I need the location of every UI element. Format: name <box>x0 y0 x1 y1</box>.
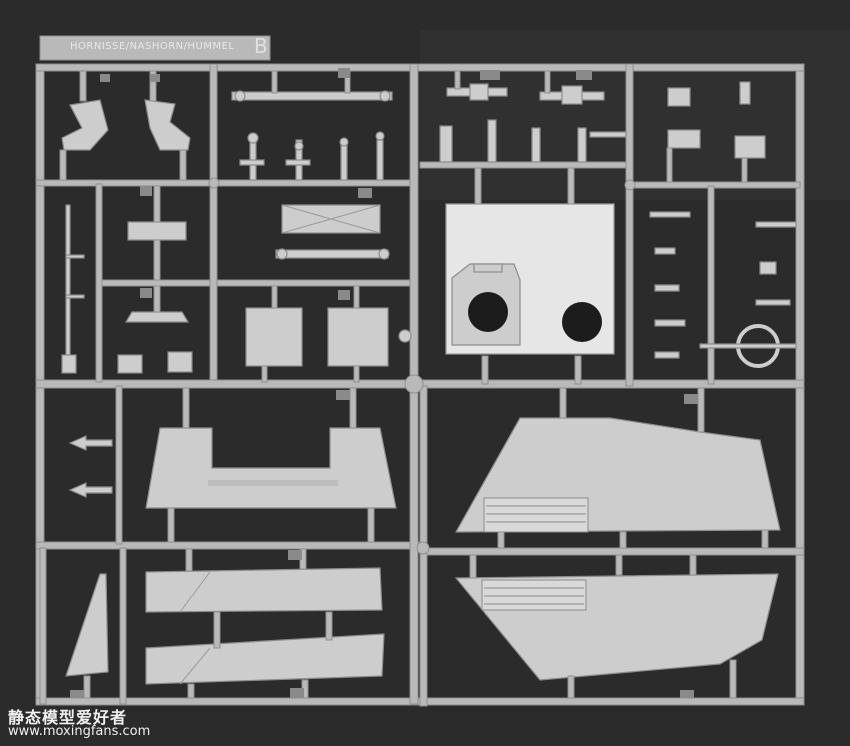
watermark-site-name: 静态模型爱好者 <box>8 708 128 727</box>
left-column-parts <box>61 204 193 374</box>
trapezoid-plate-parts <box>124 185 190 323</box>
fender-parts <box>145 548 385 699</box>
u-shaped-hull-plate <box>145 387 397 543</box>
small-mechanism-parts <box>439 70 627 163</box>
right-column-small-parts <box>649 211 797 368</box>
arrow-parts <box>68 435 113 498</box>
hull-top-plate <box>445 167 615 385</box>
top-right-small-parts <box>666 81 766 183</box>
triangle-plate-part <box>65 573 109 699</box>
side-armor-upper <box>454 387 781 549</box>
side-armor-lower <box>454 554 779 699</box>
sprue-letter-molded-text: B <box>254 34 268 58</box>
rail-part <box>275 248 390 260</box>
sprue-frame <box>35 35 805 707</box>
long-bar-part <box>231 68 393 102</box>
small-pin-parts <box>239 131 385 181</box>
part-number-tags <box>70 186 698 698</box>
box-lid-part <box>281 188 381 234</box>
bracket-parts <box>59 70 191 181</box>
watermark-url: www.moxingfans.com <box>8 724 151 739</box>
sprue-title-molded-text: HORNISSE/NASHORN/HUMMEL <box>70 41 235 52</box>
hatch-panel-parts <box>245 285 412 383</box>
